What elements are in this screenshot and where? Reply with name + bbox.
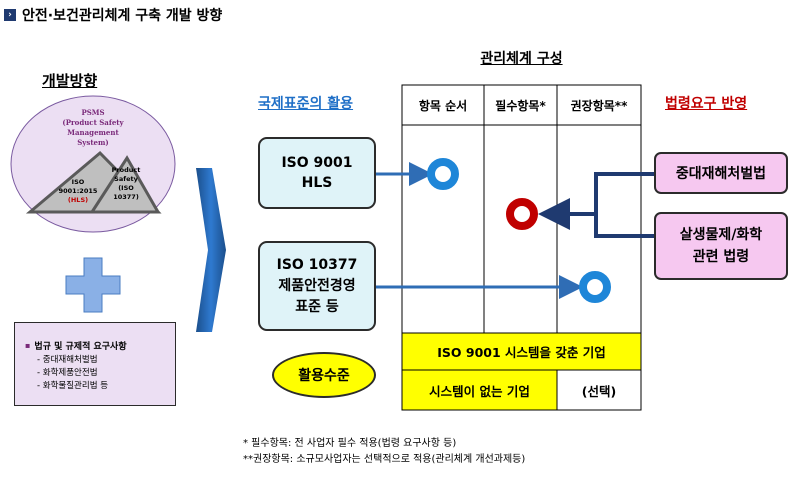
page-title: › 안전·보건관리체계 구축 개발 방향 [4,6,222,24]
right-heading-text: 법령요구 반영 [665,96,748,112]
usage-level-badge: 활용수준 [272,352,376,398]
big-arrow-icon [196,168,226,332]
footnote-required: * 필수항목: 전 사업자 필수 적용(법령 요구사항 등) [243,438,457,449]
middle-heading: 국제표준의 활용 [258,93,353,113]
footnotes: * 필수항목: 전 사업자 필수 적용(법령 요구사항 등) **권장항목: 소… [243,436,525,468]
regulation-item: - 화학제품안전법 [37,368,98,378]
law-box-biocides: 살생물제/화학 관련 법령 [654,212,788,280]
bullet-icon: ▪ [25,341,31,350]
title-marker-icon: › [4,9,16,21]
tri2-l2: Safety [114,175,138,183]
row-iso-bg [401,332,642,371]
hls-label: HLS [301,175,333,191]
regulation-item: - 화학물질관리법 등 [37,381,109,391]
psms-full-2: Management System) [67,128,119,147]
col-header-required: 필수항목* [484,90,557,120]
iso10377-box: ISO 10377 제품안전경영 표준 등 [258,241,376,331]
middle-heading-text: 국제표준의 활용 [258,96,354,112]
row-none-bg [401,369,558,411]
col-header-recommended-text: 권장항목** [570,98,628,113]
row-none: 시스템이 없는 기업 [402,370,557,410]
psms-label: PSMS (Product Safety Management System) [52,108,134,148]
standards-label: 표준 등 [295,298,339,315]
regulation-items: - 중대재해처벌법 - 화학제품안전법 - 화학물질관리법 등 [25,354,175,393]
iso9001-label: ISO 9001 [281,155,353,171]
regulation-box: ▪ 법규 및 규제적 요구사항 - 중대재해처벌법 - 화학제품안전법 - 화학… [14,322,176,406]
table-heading-text: 관리체계 구성 [480,51,563,67]
iso10377-label: ISO 10377 [276,256,358,273]
iso10377-triangle [89,155,161,214]
table-heading: 관리체계 구성 [402,48,641,68]
law-box-serious-accidents: 중대재해처벌법 [654,152,788,194]
row-iso-text: ISO 9001 시스템을 갖춘 기업 [437,345,606,360]
tri2-l3: (ISO [118,184,134,192]
col-header-order-text: 항목 순서 [418,98,468,113]
arrow-law1 [538,172,654,230]
row-none-optional: (선택) [557,370,641,410]
footnote-recommended: **권장항목: 소규모사업자는 선택적으로 적용(관리체계 개선과제등) [243,454,526,465]
psms-title: PSMS [81,108,105,117]
tri2-l4: 10377) [113,193,139,201]
target-red [506,198,538,230]
row-none-text: 시스템이 없는 기업 [429,383,530,399]
psms-full-1: (Product Safety [62,118,124,127]
iso9001-box: ISO 9001 HLS [258,137,376,209]
target-blue-2 [579,271,611,303]
tri1-l1: ISO [71,178,85,186]
arrow-law2 [594,214,654,238]
left-heading-text: 개발방향 [42,72,98,90]
tri1-l2: 9001:2015 [58,187,98,195]
title-text: 안전·보건관리체계 구축 개발 방향 [22,8,223,24]
tri1-l3: (HLS) [67,196,89,204]
tri2-l1: Product [111,166,141,174]
regulation-title-text: 법규 및 규제적 요구사항 [34,342,127,352]
row-iso: ISO 9001 시스템을 갖춘 기업 [402,333,641,370]
tri1-label: ISO 9001:2015 (HLS) [55,178,101,205]
tri2-label: Product Safety (ISO 10377) [108,166,144,202]
right-heading: 법령요구 반영 [665,93,747,113]
row-none-optional-text: (선택) [581,383,617,399]
col-header-order: 항목 순서 [402,90,484,120]
plus-icon [65,257,121,313]
law-box-biocides-l2: 관련 법령 [692,249,750,265]
usage-level-text: 활용수준 [298,368,350,384]
regulation-item: - 중대재해처벌법 [37,355,98,365]
law-box-biocides-l1: 살생물제/화학 [679,227,763,243]
law-box-serious-accidents-text: 중대재해처벌법 [675,166,767,182]
col-header-required-text: 필수항목* [495,98,546,113]
product-safety-label: 제품안전경영 [278,277,356,294]
regulation-title: ▪ 법규 및 규제적 요구사항 [25,339,175,352]
row-none-opt-bg [556,369,642,411]
col-header-recommended: 권장항목** [557,90,641,120]
left-heading: 개발방향 [42,70,97,91]
target-blue-1 [427,158,459,190]
